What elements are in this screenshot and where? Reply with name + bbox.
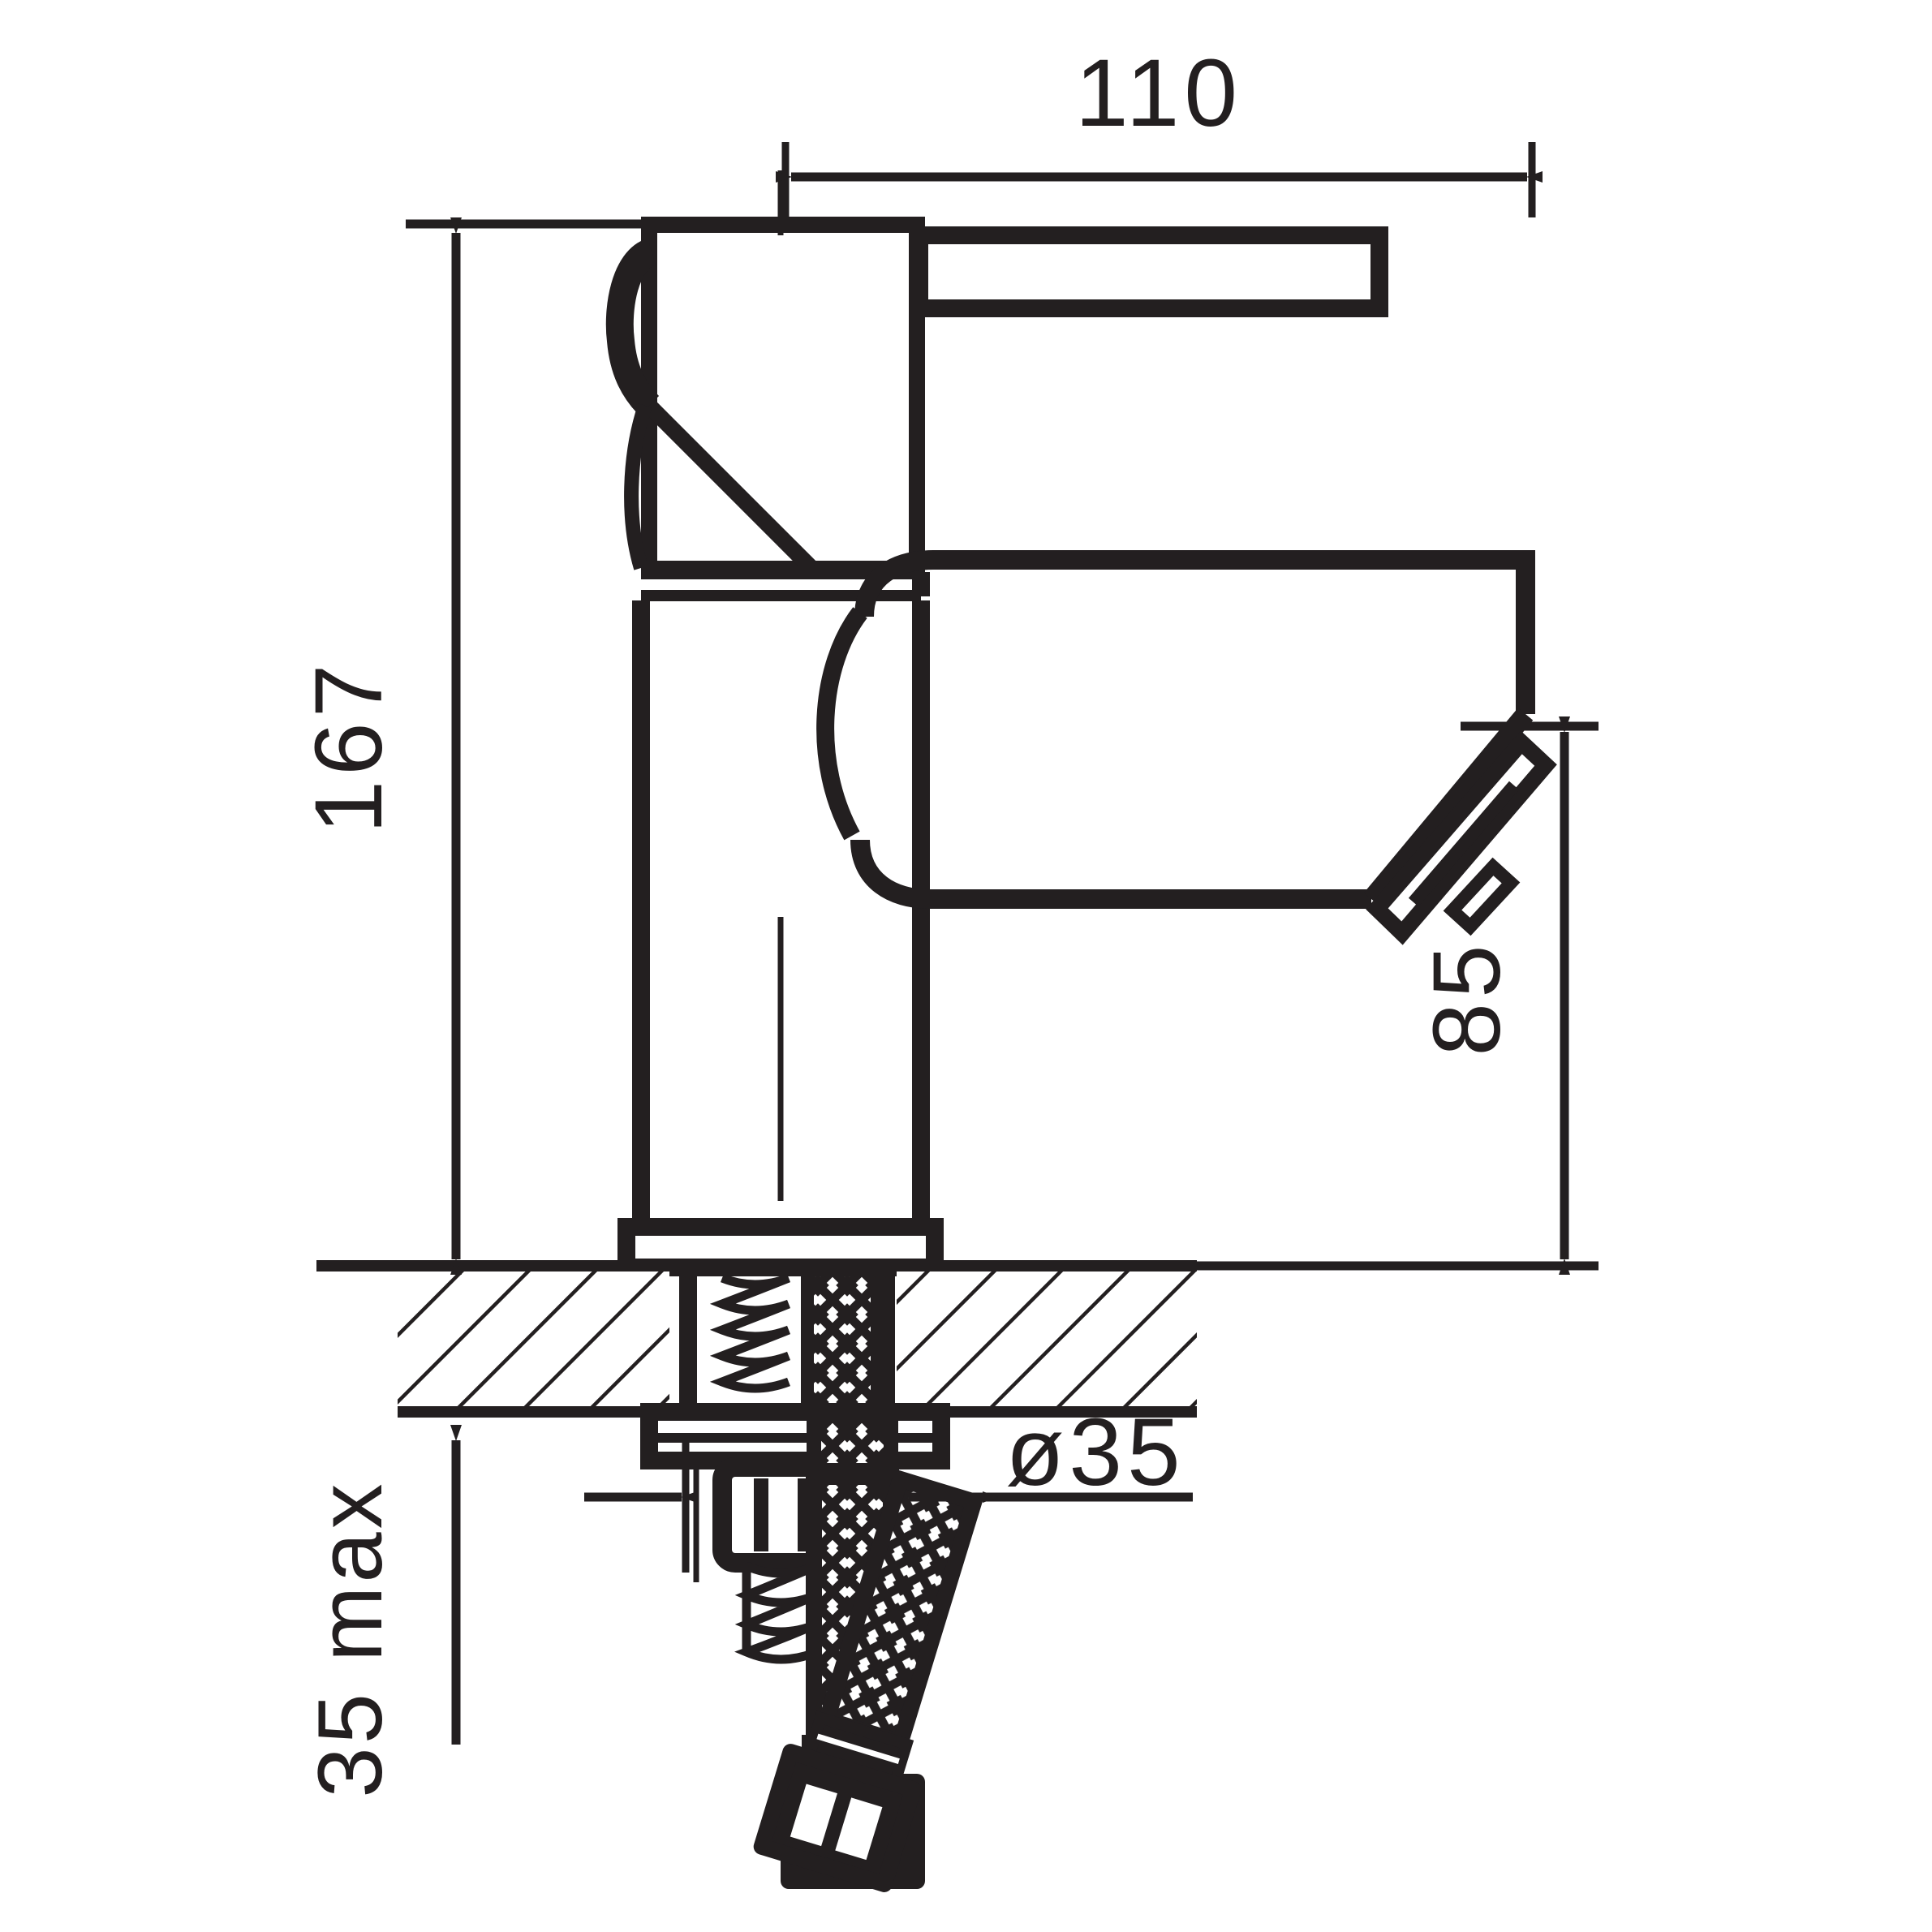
dimension-label-35-max: 35 max (299, 1480, 401, 1797)
cartridge-housing (641, 217, 925, 577)
aerator (1366, 730, 1557, 945)
dimension-label-110: 110 (1075, 40, 1242, 147)
spout (816, 550, 1535, 909)
faucet-body-group (605, 217, 1557, 1276)
flexible-hoses-group (753, 1409, 984, 1892)
hose-connector-right (753, 1744, 922, 1892)
dimension-label-diameter-35: ø35 (1005, 1399, 1185, 1506)
dimension-110 (776, 142, 1543, 217)
handle-underside-bevel (643, 399, 818, 574)
flexible-hose-right (753, 1469, 984, 1892)
threaded-stud (709, 1273, 791, 1393)
dimension-label-167: 167 (295, 660, 402, 834)
dimension-diameter-35 (584, 1438, 1193, 1573)
dimension-167 (406, 217, 657, 1275)
handle-skirt-curve (624, 403, 652, 570)
dimension-85 (1132, 716, 1599, 1275)
counter-section (316, 1260, 1197, 1418)
hose-stub (807, 1409, 898, 1478)
under-counter-fixing (640, 1263, 950, 1664)
body-column (632, 600, 930, 1225)
dimension-label-85: 85 (1414, 940, 1521, 1056)
centrelines (693, 170, 784, 1582)
handle-lever (910, 226, 1388, 317)
cartridge-left-lobe (605, 238, 660, 416)
